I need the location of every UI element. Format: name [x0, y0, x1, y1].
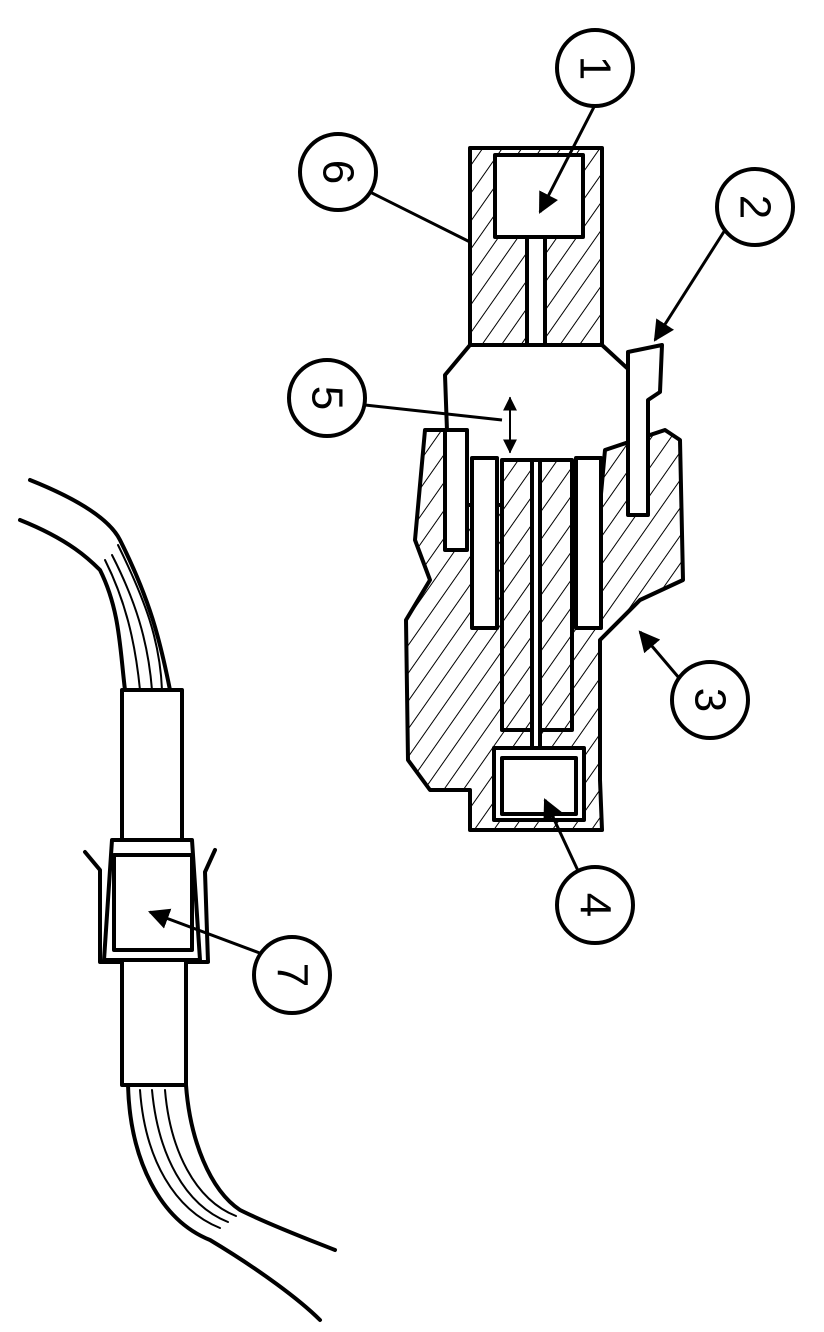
latch-arm-left — [83, 850, 132, 964]
callout-5-label: 5 — [303, 386, 352, 410]
upper-boot — [120, 688, 184, 842]
center-pin — [530, 458, 542, 762]
callout-2-label: 2 — [731, 195, 780, 219]
sensor-cutaway — [404, 146, 685, 832]
callout-3-label: 3 — [686, 688, 735, 712]
callout-1: 1 — [555, 28, 635, 108]
callout-4-label: 4 — [571, 893, 620, 917]
callout-3: 3 — [670, 660, 750, 740]
callout-5: 5 — [287, 358, 367, 438]
callout-7: 7 — [252, 935, 332, 1015]
callout-6: 6 — [298, 132, 378, 212]
callouts: 1 2 3 4 5 6 7 — [252, 28, 795, 1015]
wire-harness — [18, 478, 337, 1322]
upper-cable — [28, 478, 172, 692]
callout-1-label: 1 — [571, 56, 620, 80]
callout-7-label: 7 — [268, 963, 317, 987]
latch-tab — [626, 343, 664, 517]
contact-fins — [443, 428, 603, 732]
latch-arm-right — [178, 848, 217, 964]
callout-6-label: 6 — [314, 160, 363, 184]
lower-cable — [126, 1083, 322, 1322]
leader-lines — [148, 104, 727, 957]
callout-2: 2 — [715, 167, 795, 247]
lower-boot — [120, 958, 188, 1087]
callout-4: 4 — [555, 865, 635, 945]
top-cavity — [493, 153, 585, 239]
